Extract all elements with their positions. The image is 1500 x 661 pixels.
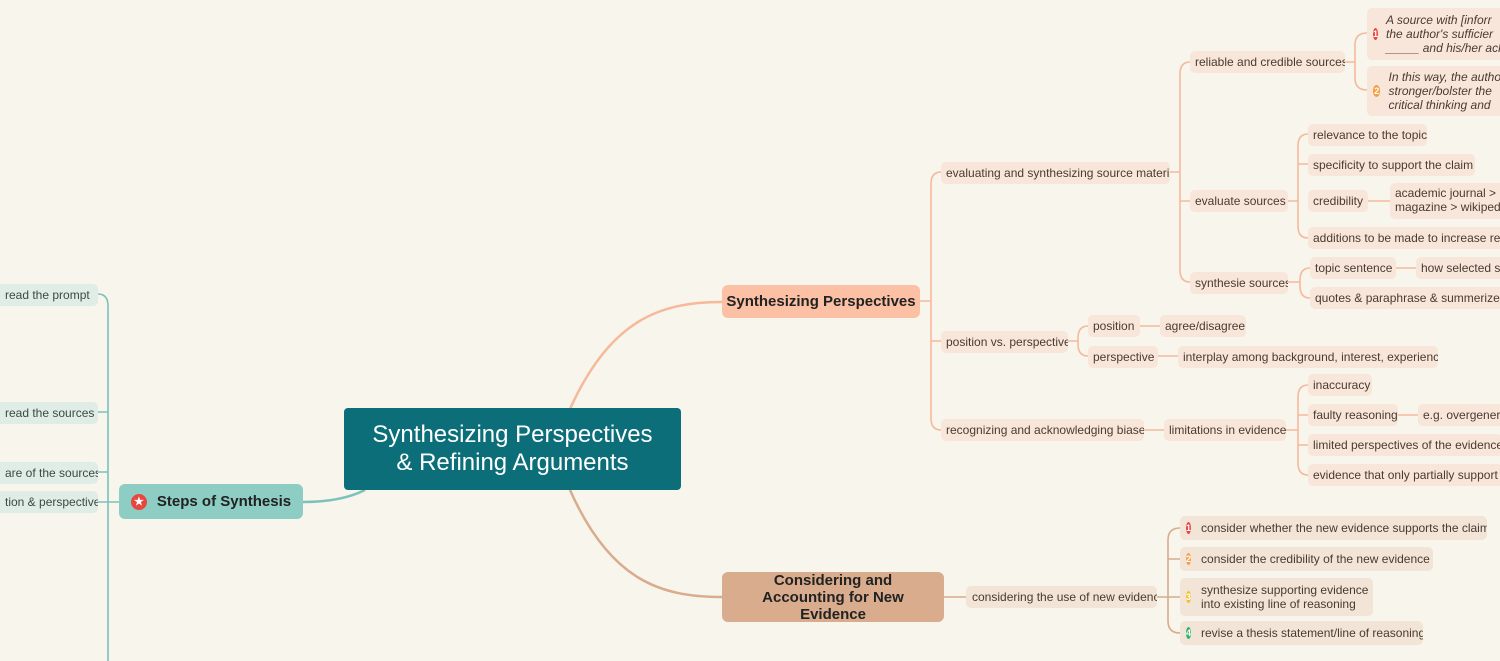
reliable-note-1-line2: the author's sufficier — [1386, 27, 1494, 41]
new-evidence-title: Considering and Accounting for New Evide… — [762, 572, 904, 622]
quotes-node[interactable]: quotes & paraphrase & summerize sp — [1310, 287, 1500, 309]
reliable-note-1-line1: A source with [inforr — [1386, 13, 1492, 27]
central-topic[interactable]: Synthesizing Perspectives& Refining Argu… — [344, 408, 681, 490]
step-read-prompt[interactable]: read the prompt — [0, 284, 98, 306]
position-node[interactable]: position — [1088, 315, 1140, 337]
step-compare-sources[interactable]: are of the sources — [0, 462, 98, 484]
faulty-reasoning-node[interactable]: faulty reasoning — [1308, 404, 1398, 426]
new-evidence-item-1-text: consider whether the new evidence suppor… — [1201, 521, 1487, 535]
synthesizing-perspectives-topic[interactable]: Synthesizing Perspectives — [722, 285, 920, 318]
perspective-detail-node[interactable]: interplay among background, interest, ex… — [1178, 346, 1438, 368]
star-icon: ★ — [130, 493, 147, 510]
relevance-node[interactable]: relevance to the topic — [1308, 124, 1427, 146]
steps-of-synthesis-label: Steps of Synthesis — [156, 492, 292, 510]
step-position-perspective[interactable]: tion & perspective — [0, 491, 98, 513]
number-2-icon: 2 — [1373, 85, 1381, 97]
specificity-node[interactable]: specificity to support the claim — [1308, 154, 1475, 176]
evaluating-synthesizing-node[interactable]: evaluating and synthesizing source mater… — [941, 162, 1170, 184]
number-4-icon: 4 — [1186, 627, 1192, 639]
step-read-sources[interactable]: read the sources — [0, 402, 98, 424]
central-topic-line1: Synthesizing Perspectives — [372, 421, 653, 448]
considering-use-node[interactable]: considering the use of new evidence — [966, 586, 1157, 608]
reliable-note-2-line3: critical thinking and — [1388, 98, 1491, 112]
new-evidence-item-2-text: consider the credibility of the new evid… — [1201, 552, 1430, 566]
new-evidence-item-3-line2: into existing line of reasoning — [1201, 597, 1356, 611]
topic-sentence-node[interactable]: topic sentence — [1310, 257, 1396, 279]
new-evidence-item-3-line1: synthesize supporting evidence — [1201, 583, 1369, 597]
additions-node[interactable]: additions to be made to increase relia — [1308, 227, 1500, 249]
topic-sentence-detail-node[interactable]: how selected so — [1416, 257, 1500, 279]
inaccuracy-node[interactable]: inaccuracy — [1308, 374, 1372, 396]
new-evidence-topic[interactable]: Considering and Accounting for New Evide… — [722, 572, 944, 622]
number-3-icon: 3 — [1186, 591, 1192, 603]
new-evidence-item-2[interactable]: 2 consider the credibility of the new ev… — [1180, 547, 1433, 571]
biases-node[interactable]: recognizing and acknowledging biases — [941, 419, 1144, 441]
central-topic-line2: & Refining Arguments — [396, 449, 629, 476]
number-1-icon: 1 — [1186, 522, 1192, 534]
credibility-node[interactable]: credibility — [1308, 190, 1368, 212]
position-vs-perspective-node[interactable]: position vs. perspective — [941, 331, 1068, 353]
new-evidence-item-4[interactable]: 4 revise a thesis statement/line of reas… — [1180, 621, 1423, 645]
steps-of-synthesis-topic[interactable]: ★ Steps of Synthesis — [119, 484, 303, 519]
reliable-note-1-line3: _____ and his/her ack — [1386, 41, 1500, 55]
limitations-node[interactable]: limitations in evidence — [1164, 419, 1286, 441]
perspective-node[interactable]: perspective — [1088, 346, 1158, 368]
limited-perspectives-node[interactable]: limited perspectives of the evidence — [1308, 434, 1500, 456]
evaluate-sources-node[interactable]: evaluate sources — [1190, 190, 1288, 212]
credibility-detail-line2: magazine > wikipedia — [1395, 200, 1500, 214]
partial-support-node[interactable]: evidence that only partially support t — [1308, 464, 1500, 486]
credibility-detail-line1: academic journal > p — [1395, 186, 1500, 200]
credibility-detail-node[interactable]: academic journal > p magazine > wikipedi… — [1390, 183, 1500, 219]
reliable-note-2-line2: stronger/bolster the — [1388, 84, 1492, 98]
number-2-icon: 2 — [1186, 553, 1192, 565]
reliable-note-2-line1: In this way, the autho — [1388, 70, 1500, 84]
synthesie-sources-node[interactable]: synthesie sources — [1190, 272, 1288, 294]
number-1-icon: 1 — [1373, 28, 1379, 40]
faulty-detail-node[interactable]: e.g. overgeneriz — [1418, 404, 1500, 426]
new-evidence-item-1[interactable]: 1 consider whether the new evidence supp… — [1180, 516, 1487, 540]
agree-disagree-node[interactable]: agree/disagree — [1160, 315, 1246, 337]
new-evidence-item-4-text: revise a thesis statement/line of reason… — [1201, 626, 1423, 640]
reliable-credible-node[interactable]: reliable and credible sources — [1190, 51, 1345, 73]
